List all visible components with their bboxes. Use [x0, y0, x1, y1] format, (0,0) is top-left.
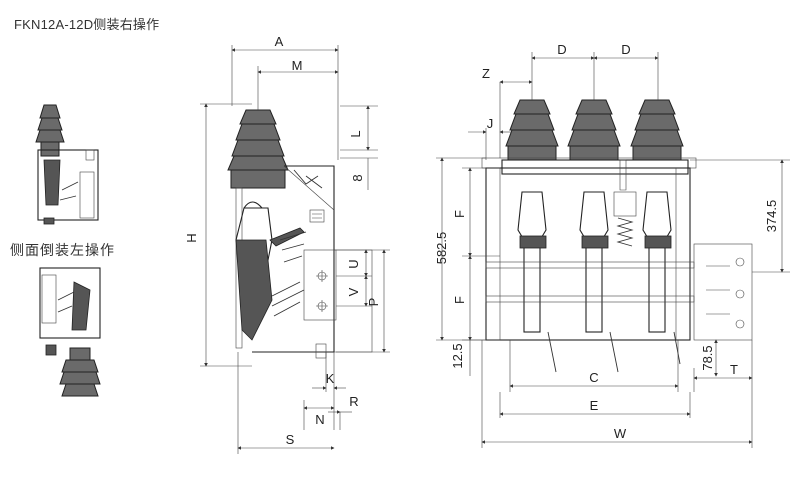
dim-label-12-5: 12.5: [450, 343, 465, 368]
drawing-title: FKN12A-12D侧装右操作: [14, 17, 160, 32]
thumbnail-right-operation: [35, 104, 99, 225]
dim-label-E: E: [590, 398, 599, 413]
dim-label-T: T: [730, 362, 738, 377]
dim-label-Z: Z: [482, 66, 490, 81]
dim-label-78-5: 78.5: [700, 345, 715, 370]
dim-label-H: H: [184, 233, 199, 242]
side-view: A M L 8 H U V: [184, 34, 390, 454]
dim-label-582-5: 582.5: [434, 232, 449, 265]
dim-label-U: U: [346, 259, 361, 268]
dim-label-J: J: [487, 116, 494, 131]
dim-label-R: R: [349, 394, 358, 409]
front-view: D D Z J 582.5 F F 12.5: [434, 42, 790, 448]
front-insulator-2: [567, 99, 621, 161]
dim-label-C: C: [589, 370, 598, 385]
dim-label-W: W: [614, 426, 627, 441]
dim-label-F1: F: [452, 210, 467, 218]
dim-label-P: P: [366, 298, 381, 307]
front-insulator-1: [505, 99, 559, 161]
dim-label-D2: D: [621, 42, 630, 57]
dim-label-K: K: [326, 371, 335, 386]
dim-label-S: S: [286, 432, 295, 447]
thumbnail-left-operation: [39, 267, 101, 397]
dim-label-D1: D: [557, 42, 566, 57]
dim-label-N: N: [315, 412, 324, 427]
side-mount-caption: 侧面倒装左操作: [10, 242, 115, 258]
dim-label-A: A: [275, 34, 284, 49]
dim-label-L: L: [348, 130, 363, 137]
dim-label-8: 8: [350, 174, 365, 181]
top-insulator: [227, 109, 289, 189]
dim-label-V: V: [346, 287, 361, 296]
dim-label-374-5: 374.5: [764, 200, 779, 233]
front-insulator-3: [630, 99, 684, 161]
dim-label-F2: F: [452, 296, 467, 304]
dim-label-M: M: [292, 58, 303, 73]
